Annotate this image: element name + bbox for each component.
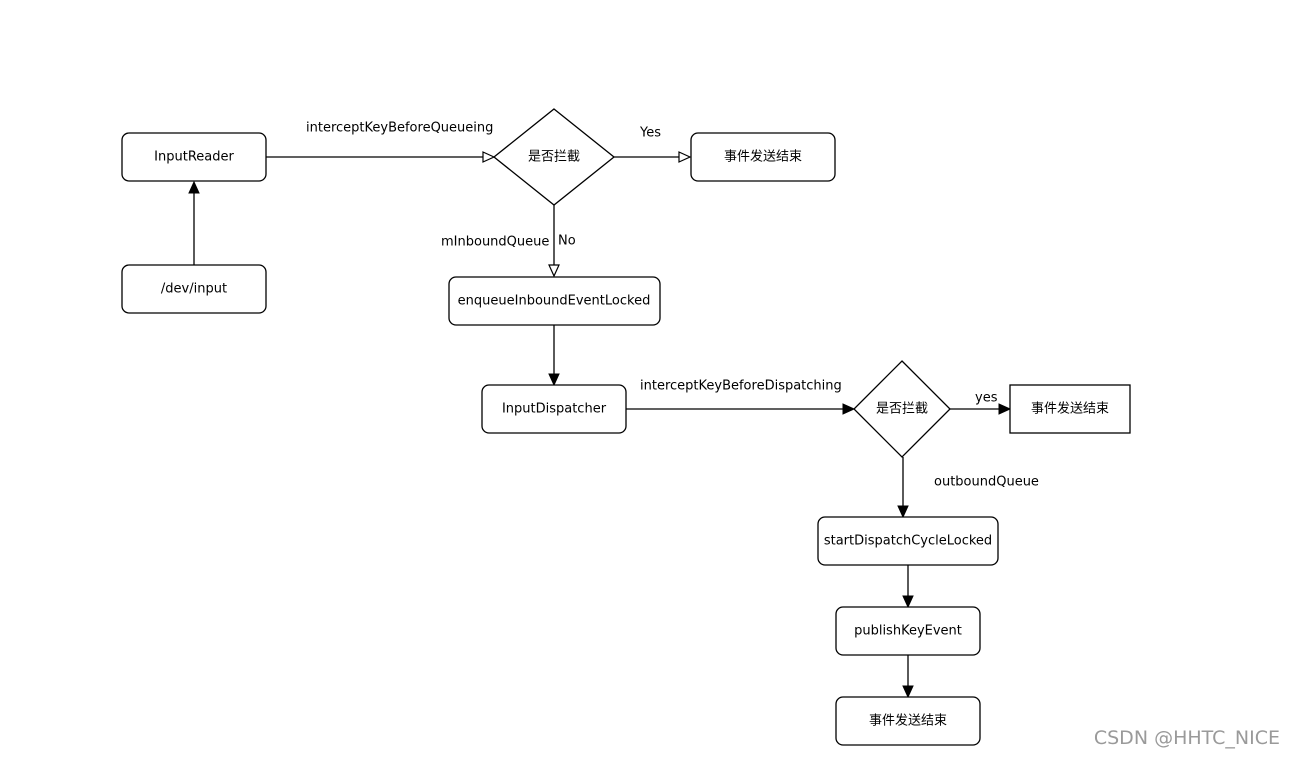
- edge-label-intercept-before-dispatching: interceptKeyBeforeDispatching: [640, 379, 842, 394]
- node-dev-input: /dev/input: [121, 264, 267, 314]
- edge-labels: interceptKeyBeforeQueueing Yes mInboundQ…: [306, 121, 1039, 490]
- edge-enqueue-to-inputdispatcher: [548, 325, 560, 387]
- watermark: CSDN @HHTC_NICE: [1094, 727, 1280, 749]
- node-publish-key: publishKeyEvent: [835, 606, 981, 656]
- edge-label-yes-2: yes: [975, 391, 998, 406]
- node-label-end-2: 事件发送结束: [1031, 401, 1109, 417]
- edge-label-no-1: No: [558, 234, 576, 249]
- edge-decision-2-to-start-dispatch: [897, 457, 909, 519]
- node-start-dispatch: startDispatchCycleLocked: [817, 516, 999, 566]
- node-input-reader: InputReader: [121, 132, 267, 182]
- node-label-start-dispatch: startDispatchCycleLocked: [824, 534, 992, 549]
- node-label-input-dispatcher: InputDispatcher: [502, 402, 607, 417]
- node-end-2: 事件发送结束: [1009, 384, 1131, 434]
- node-label-decision-2: 是否拦截: [876, 402, 928, 417]
- node-enqueue: enqueueInboundEventLocked: [448, 276, 661, 326]
- node-input-dispatcher: InputDispatcher: [481, 384, 627, 434]
- edge-devinput-to-inputreader: [188, 180, 200, 265]
- node-label-enqueue: enqueueInboundEventLocked: [458, 294, 651, 309]
- edge-inputdispatcher-to-decision-2: [626, 403, 856, 415]
- edge-label-outbound-queue: outboundQueue: [934, 475, 1039, 490]
- edges: [188, 151, 1012, 699]
- node-end-3: 事件发送结束: [835, 696, 981, 746]
- edge-start-dispatch-to-publish-key: [902, 565, 914, 609]
- node-label-publish-key: publishKeyEvent: [854, 624, 962, 639]
- node-label-end-3: 事件发送结束: [869, 713, 947, 729]
- node-label-input-reader: InputReader: [154, 150, 234, 165]
- node-end-1: 事件发送结束: [690, 132, 836, 182]
- node-decision-1: 是否拦截: [492, 108, 616, 206]
- node-label-end-1: 事件发送结束: [724, 149, 802, 165]
- node-decision-2: 是否拦截: [853, 360, 951, 458]
- edge-decision-2-to-end-2: [950, 403, 1012, 415]
- edge-label-intercept-before-queueing: interceptKeyBeforeQueueing: [306, 121, 493, 136]
- edge-label-minbound-queue: mInboundQueue: [441, 235, 549, 250]
- edge-inputreader-to-decision-1: [266, 151, 496, 163]
- nodes: InputReader /dev/input 是否拦截 事件发送结束 enque…: [121, 108, 1131, 746]
- node-label-decision-1: 是否拦截: [528, 150, 580, 165]
- edge-publish-key-to-end-3: [902, 655, 914, 699]
- edge-decision-1-to-enqueue: [548, 205, 560, 278]
- edge-label-yes-1: Yes: [639, 126, 661, 141]
- edge-decision-1-to-end-1: [614, 151, 692, 163]
- node-label-dev-input: /dev/input: [161, 282, 227, 297]
